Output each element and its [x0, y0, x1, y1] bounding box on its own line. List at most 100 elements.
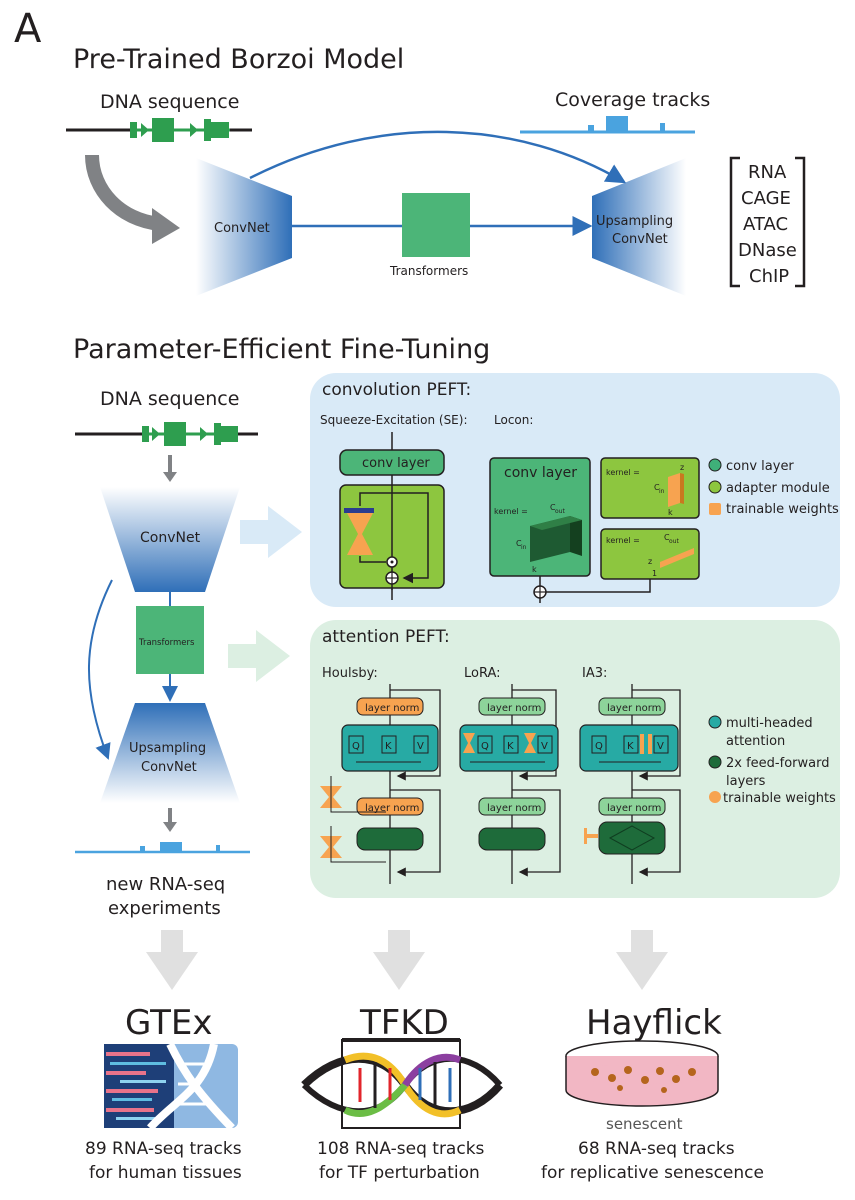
gtex-name: GTEx [125, 1003, 213, 1043]
houlsby-layer-norm-1-label: layer norm [365, 703, 419, 714]
conv-legend-conv-layer: conv layer [726, 459, 794, 474]
ia3-layer-norm-2-label: layer norm [607, 803, 661, 814]
track-type-dnase: DNase [738, 240, 797, 261]
peft-dna-label: DNA sequence [100, 388, 239, 410]
convnet-label: ConvNet [214, 221, 270, 236]
lora-adapter-v [524, 733, 536, 753]
ia3-q: Q [595, 741, 603, 752]
locon-k: k [532, 565, 537, 574]
hayflick-dataset: Hayflick senescent 68 RNA-seq tracks for… [541, 1003, 764, 1183]
panel-letter: A [14, 6, 42, 52]
conv-panel-pointer-arrow [240, 506, 302, 558]
adapter-b-cout-sub: out [669, 538, 679, 545]
se-conv-layer [339, 449, 445, 476]
se-label: Squeeze-Excitation (SE): [320, 413, 468, 427]
se-conv-layer-label: conv layer [362, 456, 430, 471]
locon-cin-sub: in [521, 544, 527, 551]
adapter-b-cout: C [664, 533, 670, 542]
adapter-a-cin: C [654, 483, 660, 492]
locon-cout: C [550, 503, 556, 512]
houlsby-k: K [385, 741, 392, 752]
adapter-b-one: 1 [652, 569, 657, 578]
track-types-bracket-right [795, 156, 806, 288]
attn-legend-mha-2: attention [726, 734, 785, 749]
dna-sequence-icon [66, 118, 252, 142]
hayflick-name: Hayflick [586, 1003, 722, 1043]
houlsby-q: Q [352, 741, 360, 752]
skip-connection-arrow [249, 130, 627, 184]
adapter-a-weights [668, 473, 680, 507]
lora-k: K [507, 741, 514, 752]
attn-legend-trainable: trainable weights [723, 791, 836, 806]
ia3-label: IA3: [582, 666, 607, 681]
upsampling-label-2: ConvNet [612, 232, 668, 247]
locon-cin: C [516, 539, 522, 548]
peft-dna-sequence-icon [75, 422, 258, 446]
ia3-scale-ff [586, 834, 598, 838]
lora-label: LoRA: [464, 666, 501, 681]
peft-convnet-label: ConvNet [140, 530, 201, 546]
peft-section: Parameter-Efficient Fine-Tuning DNA sequ… [73, 334, 490, 919]
ia3-diagram: layer norm Q K V layer norm [579, 684, 681, 884]
upsampling-label-1: Upsampling [596, 214, 673, 229]
lora-adapter-q [463, 733, 475, 753]
adapter-a-z: z [680, 463, 684, 472]
pretrained-dna-label: DNA sequence [100, 91, 239, 113]
attn-peft-panel: attention PEFT: Houlsby: LoRA: IA3: laye… [310, 620, 840, 898]
conv-legend: conv layer adapter module trainable weig… [708, 458, 839, 517]
lora-layer-norm-1-label: layer norm [487, 703, 541, 714]
locon-kernel-eq: kernel = [494, 507, 528, 516]
ia3-layer-norm-2 [598, 797, 666, 816]
tfkd-dna-icon [301, 1038, 504, 1129]
se-squeeze-excite-icon [347, 513, 373, 555]
input-curved-arrow [85, 154, 162, 231]
peft-convnet-funnel [100, 487, 240, 592]
houlsby-v: V [417, 741, 424, 752]
houlsby-label: Houlsby: [322, 666, 378, 681]
adapter-a-kernel-eq: kernel = [606, 468, 640, 477]
track-type-atac: ATAC [743, 214, 788, 235]
lora-layer-norm-1 [478, 697, 546, 716]
conv-peft-panel: convolution PEFT: Squeeze-Excitation (SE… [310, 373, 840, 607]
attn-legend-ff-2: layers [726, 774, 766, 789]
adapter-b-kernel-eq: kernel = [606, 536, 640, 545]
transformers-block [402, 193, 470, 257]
tfkd-caption-2: for TF perturbation [319, 1163, 480, 1183]
houlsby-feed-forward [356, 827, 424, 851]
attn-panel-pointer-arrow [228, 630, 290, 682]
lora-q: Q [481, 741, 489, 752]
conv-legend-adapter: adapter module [726, 481, 830, 496]
adapter-b-z: z [648, 557, 652, 566]
ia3-scale-v [648, 734, 652, 754]
hayflick-dish-label: senescent [606, 1115, 683, 1133]
tfkd-name: TFKD [359, 1003, 449, 1043]
tfkd-dataset: TFKD 108 RNA-seq tracks for TF perturbat… [301, 1003, 504, 1183]
ia3-v: V [657, 741, 664, 752]
peft-title: Parameter-Efficient Fine-Tuning [73, 334, 490, 365]
attn-peft-title: attention PEFT: [322, 627, 450, 647]
attn-legend-ff-1: 2x feed-forward [726, 756, 829, 771]
peft-skip-arrow [88, 579, 113, 760]
adapter-a-cin-sub: in [659, 488, 665, 495]
ia3-scale-k [640, 734, 644, 754]
peft-upsampling-label-1: Upsampling [129, 741, 206, 756]
pretrained-section: Pre-Trained Borzoi Model DNA sequence Co… [66, 44, 806, 296]
adapter-a-k: k [668, 508, 673, 517]
convnet-funnel [196, 158, 292, 296]
gtex-caption-1: 89 RNA-seq tracks [85, 1139, 242, 1159]
lora-feed-forward [478, 827, 546, 851]
conv-legend-trainable: trainable weights [726, 502, 839, 517]
gtex-caption-2: for human tissues [89, 1163, 242, 1183]
houlsby-layer-norm-2 [356, 797, 424, 816]
locon-conv-layer-label: conv layer [504, 465, 577, 481]
track-type-rna: RNA [748, 162, 787, 183]
track-type-chip: ChIP [749, 266, 789, 287]
petri-dish-icon [565, 1040, 719, 1107]
ia3-layer-norm-1 [598, 697, 666, 716]
lora-layer-norm-2-label: layer norm [487, 803, 541, 814]
upsampling-funnel [592, 158, 686, 296]
dataset-arrows [146, 930, 668, 990]
peft-upsampling-funnel [100, 703, 240, 803]
transformers-label: Transformers [389, 264, 468, 278]
track-types-bracket-left [729, 156, 740, 288]
